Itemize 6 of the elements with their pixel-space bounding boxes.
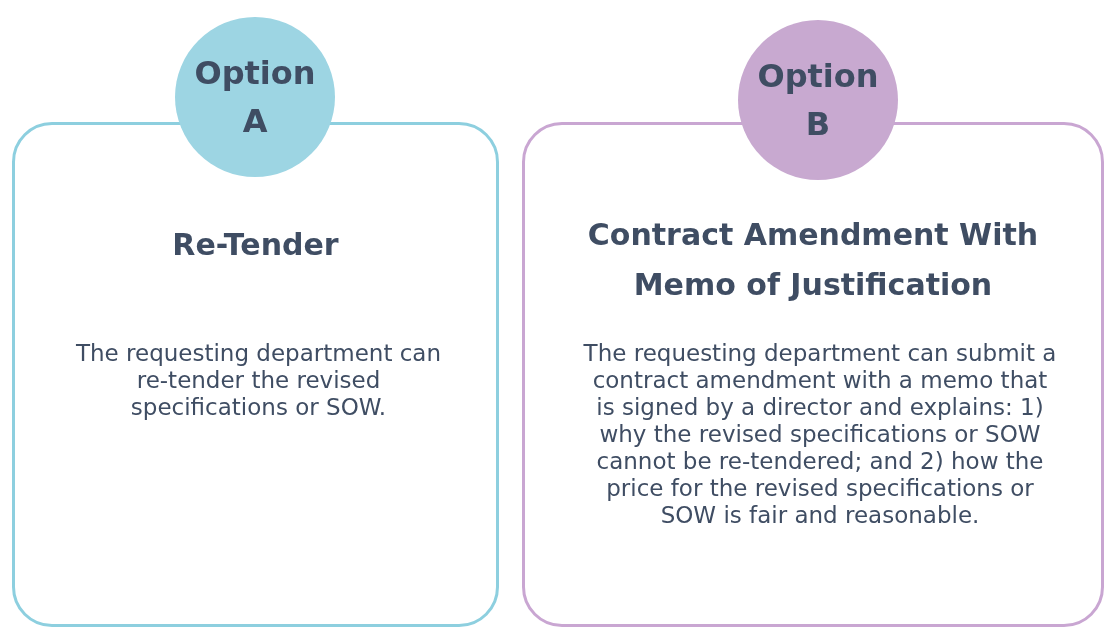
card-description: The requesting department can submit a contract amendment with a memo that is signed by a director and explains: 1) why the revised specifications or SOW cannot be re-tendered; and 2) how the price for the revised specifications or SOW is fair and reasonable. <box>582 340 1058 529</box>
option-circle: Option B <box>738 20 898 180</box>
card-heading: Contract Amendment With Memo of Justification <box>586 216 1040 304</box>
card-description: The requesting department can re-tender the revised specifications or SOW. <box>75 340 442 421</box>
option-circle: Option A <box>175 17 335 177</box>
card-heading: Re-Tender <box>171 226 340 264</box>
